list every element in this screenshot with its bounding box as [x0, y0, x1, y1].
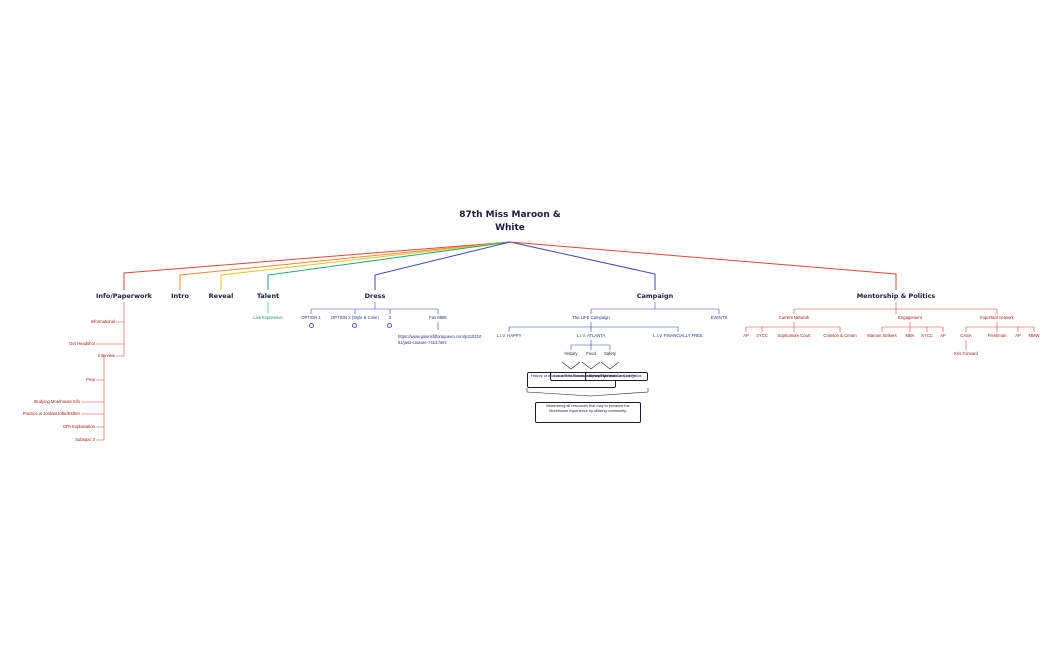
link-info-tree: [81, 302, 125, 441]
important-network-item[interactable]: Freshman: [987, 333, 1007, 338]
mentorship-engagement[interactable]: Engagement: [898, 315, 922, 320]
prep-practice[interactable]: Practice w Jordan/Jollie/Esther: [22, 411, 80, 416]
important-network-item[interactable]: AP: [1015, 333, 1021, 338]
link-dress-tree: [310, 302, 439, 330]
campaign-life[interactable]: The LIFE Campaign: [572, 315, 610, 320]
box-safety-text: Safety Tips and Campus Police: [589, 374, 642, 378]
mentorship-important-network[interactable]: Important network: [980, 315, 1014, 320]
dress-fav[interactable]: Fav 6985: [429, 315, 447, 320]
link-root-reveal: [220, 241, 511, 290]
interview-subtopic-3[interactable]: Subtopic 3: [75, 437, 95, 442]
important-network-item[interactable]: CASA: [960, 333, 972, 338]
attachment-icon[interactable]: [352, 323, 357, 328]
topic-mentorship-politics[interactable]: Mentorship & Politics: [856, 292, 936, 300]
talent-live-expressive[interactable]: Live Expressive: [253, 315, 283, 320]
topic-campaign[interactable]: Campaign: [636, 292, 674, 300]
topic-talent[interactable]: Talent: [256, 292, 280, 300]
life-atlanta[interactable]: L.I.V. ATLANTA: [576, 333, 606, 338]
box-safety[interactable]: [585, 372, 648, 381]
current-network-item[interactable]: AP: [743, 333, 749, 338]
link-root-campaign: [509, 241, 656, 290]
dress-link[interactable]: https://www.gownsfitforaqueen.com/p31021…: [398, 334, 482, 345]
current-network-item[interactable]: Sophomore Court: [777, 333, 811, 338]
info-interview[interactable]: Interview: [98, 353, 115, 358]
engagement-item[interactable]: AP: [940, 333, 946, 338]
link-root-talent: [267, 241, 511, 290]
link-root-intro: [179, 241, 511, 290]
engagement-item[interactable]: SYCC: [921, 333, 933, 338]
link-root-info: [123, 241, 511, 290]
atlanta-food[interactable]: Food: [586, 351, 596, 356]
current-network-item[interactable]: Crimson & Cream: [823, 333, 857, 338]
link-root-dress: [374, 241, 511, 290]
interview-prep[interactable]: Prep: [86, 377, 95, 382]
engagement-item[interactable]: MBA: [905, 333, 915, 338]
dress-option-1[interactable]: OPTION 1: [301, 315, 321, 320]
prep-studying-morehouse-info[interactable]: Studying Morehouse Info: [33, 399, 80, 404]
root-topic[interactable]: 87th Miss Maroon & White: [459, 210, 561, 233]
important-network-item[interactable]: MMW: [1028, 333, 1040, 338]
topic-dress[interactable]: Dress: [364, 292, 386, 300]
attachment-icon[interactable]: [387, 323, 392, 328]
campaign-events[interactable]: EVENTS: [710, 315, 728, 320]
dress-option-2[interactable]: OPTION 2 (Style & Color): [331, 315, 379, 320]
topic-reveal[interactable]: Reveal: [208, 292, 234, 300]
atlanta-history[interactable]: History: [564, 351, 578, 356]
engagement-item[interactable]: Maroon Strikers: [867, 333, 897, 338]
link-campaign-tree: [508, 302, 720, 350]
casa-kris-forward[interactable]: Kris Forward: [954, 351, 978, 356]
topic-intro[interactable]: Intro: [171, 292, 189, 300]
mentorship-current-network[interactable]: Current Network: [778, 315, 810, 320]
life-financially-free[interactable]: L.I.V. FINANCIALLY FREE: [653, 333, 703, 338]
attachment-icon[interactable]: [309, 323, 314, 328]
link-mentorship-tree: [745, 302, 1035, 350]
box-food-text: Local Restaurants and Healthy Food: [554, 374, 616, 378]
current-network-item[interactable]: SYCC: [756, 333, 768, 338]
summary-brace: [526, 388, 649, 397]
interview-gpa-explaination[interactable]: GPA Explaination: [62, 424, 95, 429]
info-informational[interactable]: Informational: [90, 319, 115, 324]
dress-option-3[interactable]: 3: [388, 315, 392, 320]
box-history-text: History of Atlanta and Its Relationship …: [531, 374, 636, 378]
info-get-headshot[interactable]: Get Headshot: [69, 341, 95, 346]
summary-box[interactable]: Maximizing all resources that may to enh…: [535, 402, 641, 423]
link-campaign-chevrons: [561, 361, 620, 370]
life-happy[interactable]: L.I.V. HAPPY: [496, 333, 522, 338]
link-root-mentorship: [509, 241, 897, 290]
atlanta-safety[interactable]: Safety: [604, 351, 616, 356]
topic-info-paperwork[interactable]: Info/Paperwork: [96, 292, 152, 300]
